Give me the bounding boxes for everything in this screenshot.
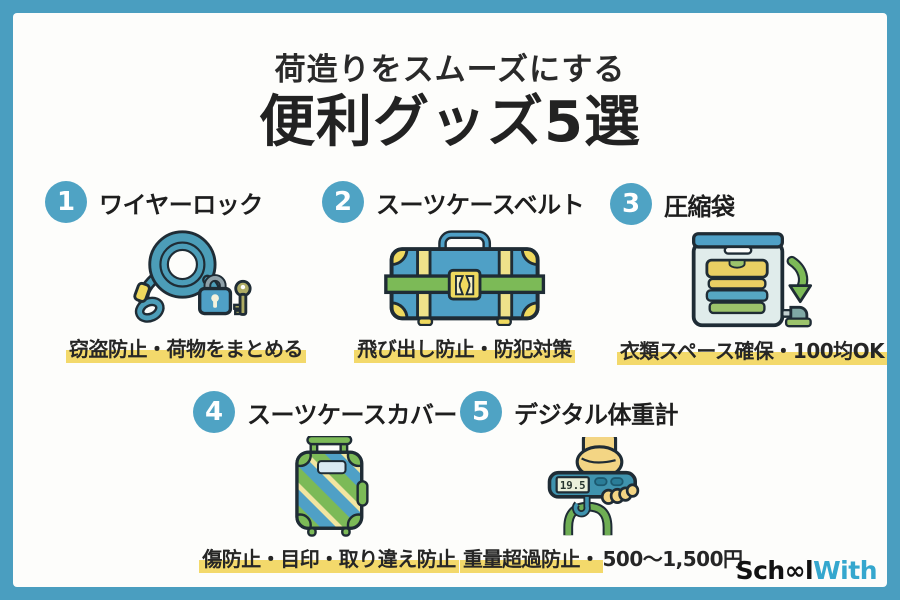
number-badge-1: 1: [45, 181, 87, 223]
luggage-scale-icon: 19.5: [460, 436, 730, 538]
number-badge-5: 5: [460, 391, 502, 433]
suitcase-cover-icon: [193, 436, 465, 538]
item-header: 1 ワイヤーロック: [45, 180, 327, 224]
scale-reading: 19.5: [560, 479, 586, 492]
item-title-2: スーツケースベルト: [376, 190, 585, 219]
item-title-4: スーツケースカバー: [247, 400, 457, 429]
number-badge-2: 2: [322, 181, 364, 223]
item-compression-bag: 3 圧縮袋: [610, 182, 894, 365]
logo-text-l: l: [805, 556, 814, 585]
item-suitcase-belt: 2 スーツケースベルト: [322, 180, 607, 363]
poster-subtitle: 荷造りをスムーズにする: [274, 52, 626, 88]
item-header: 5 デジタル体重計: [460, 390, 730, 434]
poster-title: 便利グッズ5選: [259, 90, 641, 155]
logo-text-with: With: [813, 556, 877, 585]
schoolwith-logo: Sch∞lWith: [735, 556, 878, 585]
number-badge-4: 4: [193, 391, 235, 433]
item-caption-3: 衣類スペース確保・100均OK: [610, 335, 894, 365]
item-caption-5: 重量超過防止・500〜1,500円: [460, 543, 743, 573]
item-caption-1: 窃盗防止・荷物をまとめる: [45, 333, 327, 363]
item-caption-4: 傷防止・目印・取り違え防止: [193, 543, 465, 573]
item-header: 4 スーツケースカバー: [193, 390, 465, 434]
compression-bag-icon: [610, 228, 894, 330]
content-area: 荷造りをスムーズにする 便利グッズ5選 1 ワイヤーロック: [13, 13, 888, 587]
logo-text-school: Sch: [735, 556, 786, 585]
suitcase-belt-icon: [322, 226, 607, 328]
item-suitcase-cover: 4 スーツケースカバー: [193, 390, 465, 573]
item-title-5: デジタル体重計: [514, 400, 679, 429]
item-title-3: 圧縮袋: [664, 192, 735, 221]
item-caption-2: 飛び出し防止・防犯対策: [322, 333, 607, 363]
item-header: 2 スーツケースベルト: [322, 180, 607, 224]
item-header: 3 圧縮袋: [610, 182, 894, 226]
item-wire-lock: 1 ワイヤーロック: [45, 180, 327, 363]
wire-lock-icon: [45, 226, 327, 328]
logo-infinity-glyph: ∞: [784, 556, 806, 585]
item-title-1: ワイヤーロック: [99, 190, 263, 219]
number-badge-3: 3: [610, 183, 652, 225]
item-luggage-scale: 5 デジタル体重計 19.5: [460, 390, 743, 573]
